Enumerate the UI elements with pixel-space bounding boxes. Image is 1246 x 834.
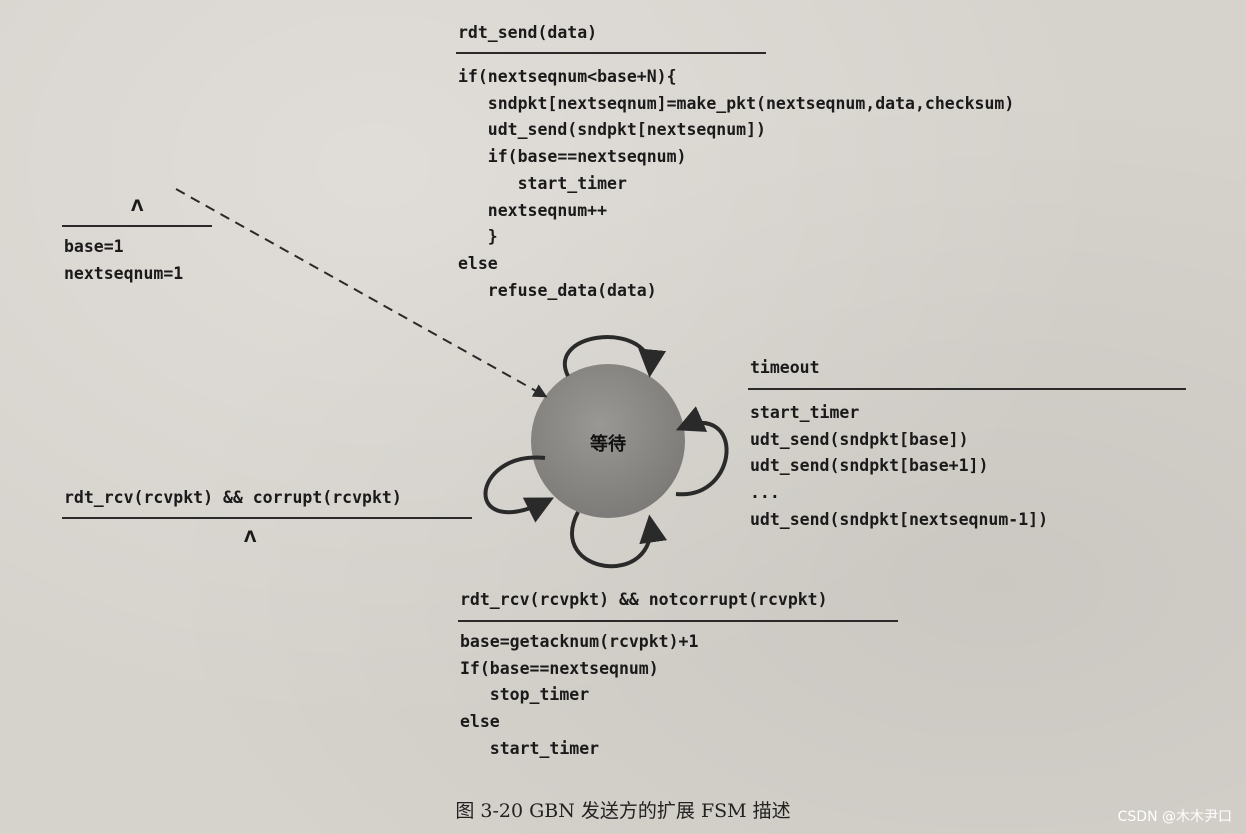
init-divider [62, 225, 212, 227]
figure-caption: 图 3-20 GBN 发送方的扩展 FSM 描述 [455, 800, 791, 822]
wait-state-label: 等待 [590, 434, 626, 455]
rdt-send-divider [456, 52, 766, 54]
notcorrupt-actions: base=getacknum(rcvpkt)+1 If(base==nextse… [460, 632, 699, 758]
left-self-loop-arrow [483, 455, 554, 523]
rdt-send-event: rdt_send(data) [458, 23, 598, 42]
wait-state: 等待 [531, 364, 685, 518]
timeout-divider [748, 388, 1186, 390]
init-actions: base=1 nextseqnum=1 [64, 237, 184, 283]
bottom-self-loop-arrow [570, 511, 667, 569]
right-self-loop-arrow [675, 406, 729, 497]
rdt-send-actions: if(nextseqnum<base+N){ sndpkt[nextseqnum… [458, 67, 1015, 300]
corrupt-lambda: Λ [244, 527, 257, 546]
notcorrupt-event: rdt_rcv(rcvpkt) && notcorrupt(rcvpkt) [460, 590, 828, 609]
initial-arrow [175, 188, 548, 398]
watermark: CSDN @木木尹口 [1117, 809, 1232, 825]
timeout-actions: start_timer udt_send(sndpkt[base]) udt_s… [750, 403, 1049, 529]
timeout-event: timeout [750, 358, 820, 377]
corrupt-divider [62, 517, 472, 519]
corrupt-event: rdt_rcv(rcvpkt) && corrupt(rcvpkt) [64, 488, 402, 507]
top-self-loop-arrow [563, 335, 667, 378]
init-lambda: Λ [131, 196, 144, 215]
notcorrupt-divider [458, 620, 898, 622]
